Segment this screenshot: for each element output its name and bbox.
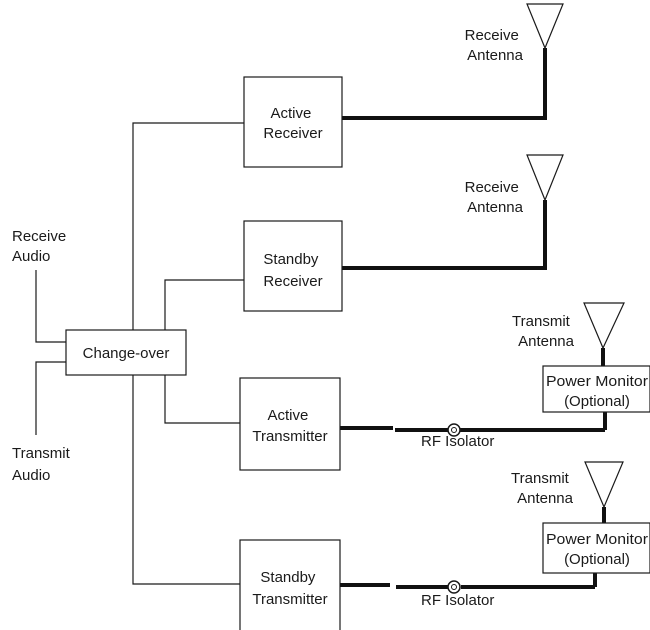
standby-transmitter-box (239, 539, 341, 630)
rf-isolator-label-1: RF Isolator (421, 433, 494, 450)
receive-antenna-icon-1 (526, 3, 564, 50)
standby-transmitter-label: Standby Transmitter (252, 569, 327, 608)
power-monitor-label-2: Power Monitor (546, 531, 648, 548)
rf-isolator-label-2: RF Isolator (421, 592, 494, 609)
standby-receiver-label: Standby Receiver (263, 251, 322, 290)
rf-wiring (340, 48, 607, 589)
audio-wiring (35, 122, 244, 585)
transmit-antenna-label-1: Transmit Antenna (512, 313, 575, 350)
active-receiver-box (243, 76, 343, 168)
rf-isolator-icon-1 (447, 423, 461, 437)
receive-antenna-icon-2 (526, 154, 564, 202)
transmit-antenna-icon-2 (584, 461, 624, 509)
change-over-label: Change-over (83, 345, 170, 362)
power-monitor-label-1: Power Monitor (546, 373, 648, 390)
active-transmitter-label: Active Transmitter (252, 407, 327, 445)
transmit-audio-label: Transmit Audio (12, 445, 74, 484)
transmit-antenna-label-2: Transmit Antenna (511, 470, 574, 507)
power-monitor-box-1 (542, 365, 650, 413)
power-monitor-box-2 (542, 522, 650, 574)
receive-antenna-label-2: Receive Antenna (465, 179, 524, 216)
rf-isolator-icon-2 (447, 580, 461, 594)
power-monitor-optional-2: (Optional) (564, 551, 630, 568)
standby-receiver-box (243, 220, 343, 312)
active-receiver-label: Active Receiver (263, 105, 322, 142)
receive-antenna-label-1: Receive Antenna (465, 27, 524, 64)
change-over-box (65, 329, 187, 376)
power-monitor-optional-1: (Optional) (564, 393, 630, 410)
active-transmitter-box (239, 377, 341, 471)
receive-audio-label: Receive Audio (12, 228, 70, 265)
transmit-antenna-icon-1 (583, 302, 625, 350)
